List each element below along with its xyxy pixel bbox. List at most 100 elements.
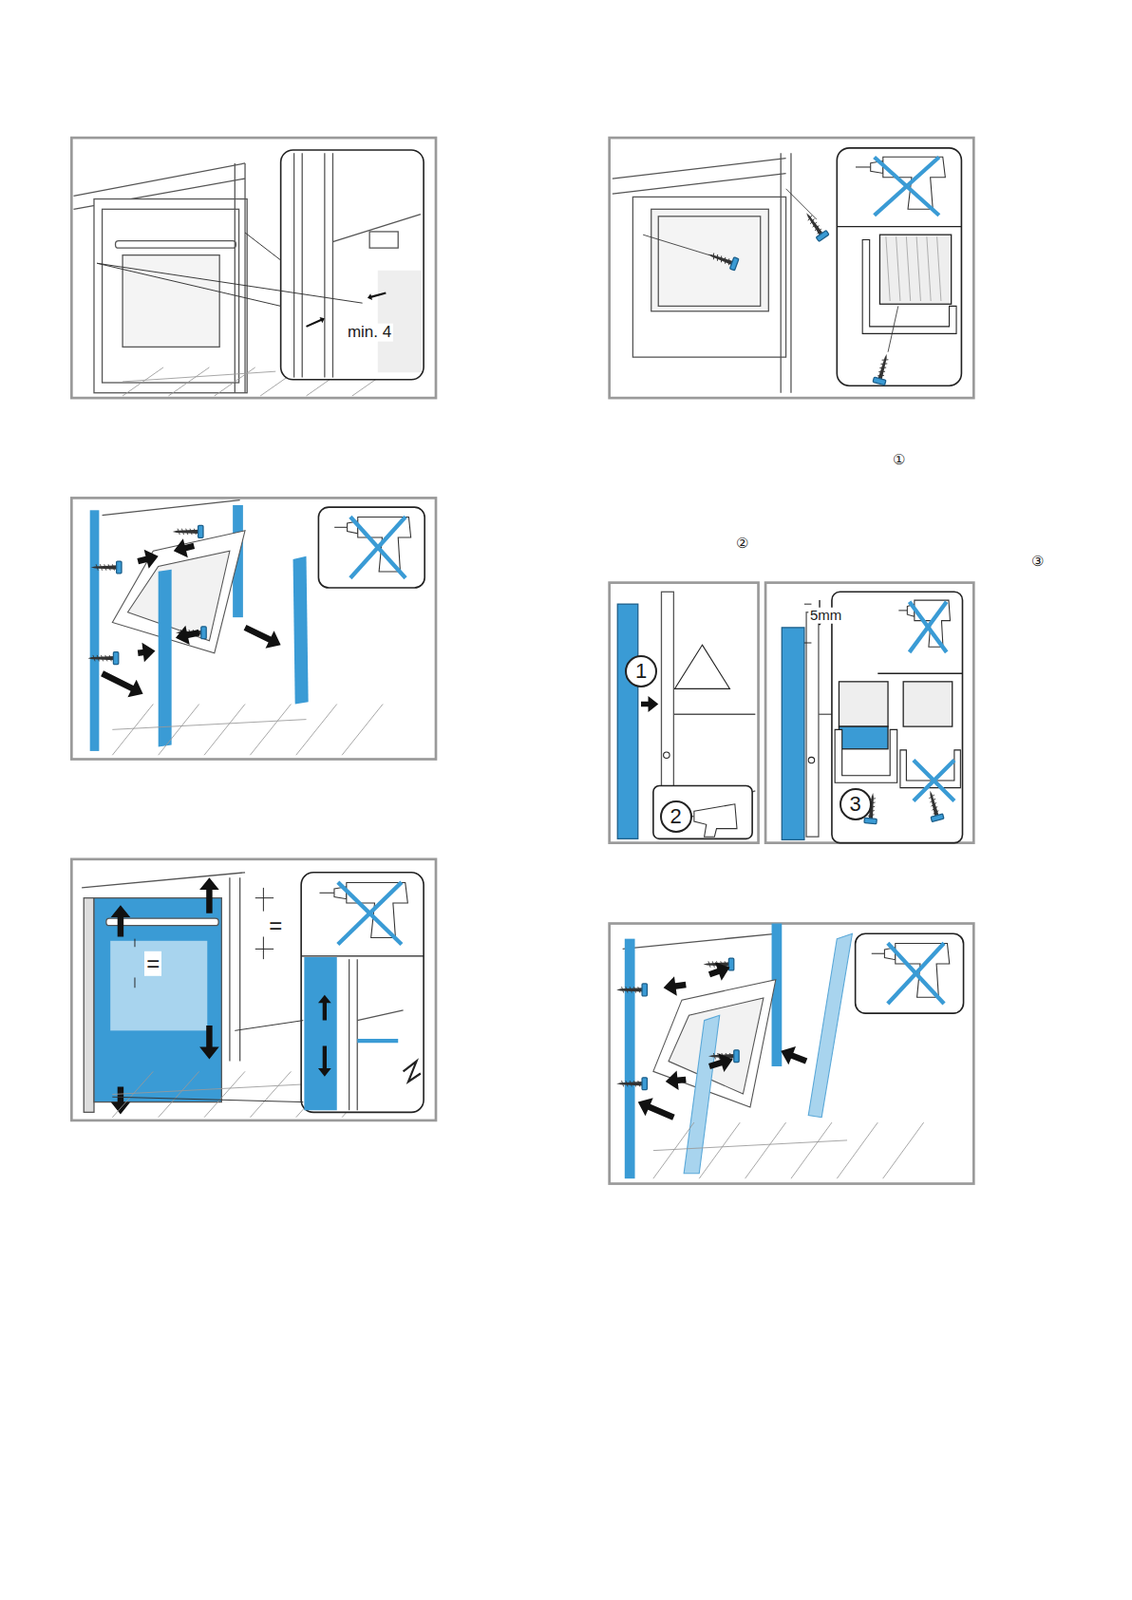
line [296,703,338,755]
line [718,255,723,263]
shape [198,525,204,538]
line [877,374,885,378]
shape [617,603,638,839]
shape [831,591,963,843]
line [301,152,303,378]
shape [94,199,247,394]
line [926,236,931,302]
shape [367,291,387,301]
line [193,528,196,535]
shape [102,208,240,383]
line [102,500,241,516]
line [836,226,962,227]
line [293,152,295,378]
line [228,877,230,1061]
line [301,955,424,957]
line [629,1080,632,1087]
shape [903,681,953,727]
shape [708,962,731,981]
shape [641,696,659,713]
shape [100,670,143,698]
line [249,703,291,755]
line [357,1038,398,1043]
line [323,152,325,378]
shape [199,877,220,914]
shape [815,230,830,243]
line [186,528,189,535]
line [882,358,889,362]
line [158,1071,200,1117]
shape [728,958,734,971]
line [81,872,246,888]
line [350,516,406,579]
line [204,1071,246,1117]
shape [834,729,898,783]
callout-circle: 3 [839,788,872,821]
shape [641,1077,647,1091]
shape [836,148,962,386]
no-drill-icon [855,933,964,1014]
line [881,361,888,366]
shape [113,652,118,665]
shape [694,804,737,837]
line [96,263,362,303]
line [913,760,955,802]
line [612,173,787,194]
shape [653,785,753,839]
line [108,564,111,570]
shape [175,625,200,645]
shape [838,681,888,727]
line [745,1122,787,1179]
hole [808,756,814,763]
shape [116,561,122,574]
line [887,943,944,1004]
shape [674,644,730,689]
line [883,1122,925,1179]
line [878,370,886,375]
shape [369,231,398,248]
line [93,655,95,661]
shape [293,556,309,705]
line [932,811,940,815]
line [234,163,236,394]
line [713,1053,716,1059]
screw [172,525,204,538]
line [96,263,281,306]
line [255,948,274,950]
shape [658,216,760,307]
line [341,703,383,755]
line [804,642,812,644]
line [836,1122,878,1179]
line [96,655,99,661]
line [99,564,102,570]
screw [88,652,119,665]
shape [318,507,425,588]
screw [616,1077,647,1091]
shape [872,377,887,386]
line [357,1010,403,1021]
shape [158,569,172,748]
shape [838,726,888,750]
shape [90,509,100,752]
line [133,977,135,988]
line [698,1122,740,1179]
line [867,813,875,817]
shape [111,905,132,937]
callout-number: 2 [669,806,681,828]
shape [855,933,964,1014]
line [112,1084,306,1095]
line [244,163,246,394]
shape [301,872,424,1114]
line [638,1080,641,1087]
line [804,603,812,605]
line [204,703,246,755]
line [715,254,719,262]
line [642,234,710,255]
shape [137,642,156,662]
line [263,936,265,960]
line [887,305,899,352]
line [112,564,114,570]
shape [115,241,237,249]
line [181,528,184,535]
line [931,807,939,812]
